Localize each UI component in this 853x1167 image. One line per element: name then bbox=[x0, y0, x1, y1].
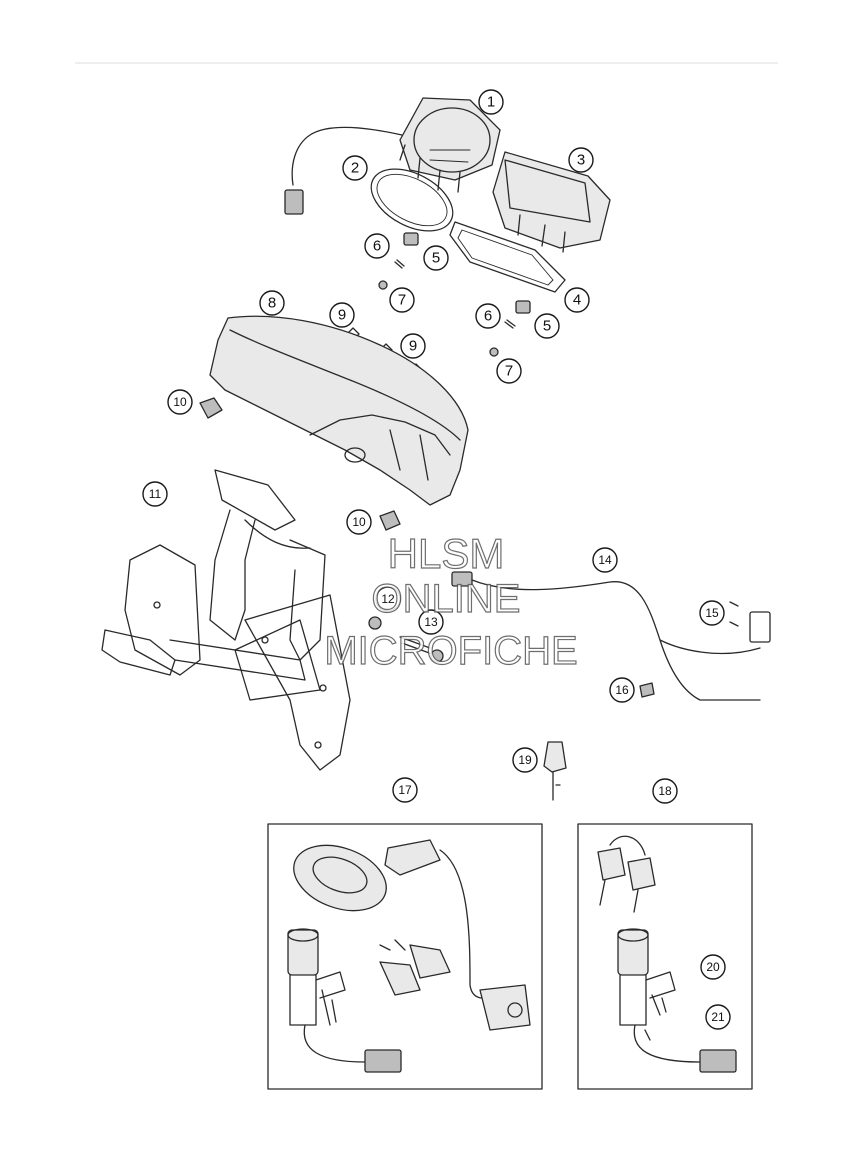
callout-10b: 10 bbox=[346, 509, 372, 535]
svg-text:1: 1 bbox=[487, 94, 495, 111]
part-nut bbox=[368, 616, 382, 630]
svg-text:12: 12 bbox=[381, 592, 395, 606]
callout-19: 19 bbox=[512, 747, 538, 773]
kit-box-ignition-switch-set bbox=[577, 823, 753, 1090]
svg-text:10: 10 bbox=[352, 515, 366, 529]
callout-20: 20 bbox=[700, 954, 726, 980]
callout-18: 18 bbox=[652, 778, 678, 804]
part-display-unit bbox=[492, 151, 611, 253]
callout-3: 3 bbox=[568, 147, 594, 173]
part-cable-harness bbox=[451, 571, 771, 701]
callout-7b: 7 bbox=[496, 358, 522, 384]
svg-text:10: 10 bbox=[173, 395, 187, 409]
svg-text:7: 7 bbox=[398, 292, 406, 309]
svg-text:13: 13 bbox=[424, 615, 438, 629]
part-key bbox=[543, 741, 567, 801]
callout-17: 17 bbox=[392, 777, 418, 803]
svg-text:MICROFICHE: MICROFICHE bbox=[324, 629, 577, 673]
part-cable-clip bbox=[729, 601, 739, 627]
svg-text:18: 18 bbox=[658, 784, 672, 798]
svg-text:19: 19 bbox=[518, 753, 532, 767]
callout-7: 7 bbox=[389, 287, 415, 313]
part-bolt bbox=[399, 636, 433, 655]
svg-text:7: 7 bbox=[505, 363, 513, 380]
svg-text:9: 9 bbox=[338, 307, 346, 324]
svg-text:5: 5 bbox=[543, 318, 551, 335]
svg-text:14: 14 bbox=[598, 553, 612, 567]
svg-text:17: 17 bbox=[398, 783, 412, 797]
svg-text:2: 2 bbox=[351, 160, 359, 177]
callout-1: 1 bbox=[478, 89, 504, 115]
callout-5b: 5 bbox=[534, 313, 560, 339]
callout-4: 4 bbox=[564, 287, 590, 313]
callout-2: 2 bbox=[342, 155, 368, 181]
callout-11: 11 bbox=[142, 481, 168, 507]
svg-text:6: 6 bbox=[373, 238, 381, 255]
svg-text:11: 11 bbox=[149, 487, 162, 501]
part-mounting-bracket bbox=[101, 469, 351, 771]
callout-9b: 9 bbox=[400, 333, 426, 359]
svg-text:20: 20 bbox=[706, 960, 720, 974]
part-headlight-cover bbox=[209, 315, 469, 506]
svg-text:HLSM: HLSM bbox=[388, 530, 505, 577]
callout-5: 5 bbox=[423, 245, 449, 271]
callout-14: 14 bbox=[592, 547, 618, 573]
svg-text:ONLINE: ONLINE bbox=[372, 577, 521, 621]
callout-15: 15 bbox=[699, 600, 725, 626]
svg-text:5: 5 bbox=[432, 250, 440, 267]
svg-text:21: 21 bbox=[711, 1010, 725, 1024]
callout-12: 12 bbox=[375, 586, 401, 612]
svg-text:3: 3 bbox=[577, 152, 585, 169]
svg-text:16: 16 bbox=[615, 683, 629, 697]
watermark: HLSM ONLINE MICROFICHE bbox=[324, 529, 579, 673]
callout-9: 9 bbox=[329, 302, 355, 328]
part-speedometer bbox=[284, 97, 501, 215]
svg-text:15: 15 bbox=[705, 606, 719, 620]
callout-13: 13 bbox=[418, 609, 444, 635]
callout-6b: 6 bbox=[475, 303, 501, 329]
callout-10: 10 bbox=[167, 389, 193, 415]
svg-text:8: 8 bbox=[268, 295, 276, 312]
callout-8: 8 bbox=[259, 290, 285, 316]
svg-text:9: 9 bbox=[409, 338, 417, 355]
part-clip bbox=[199, 397, 223, 419]
part-gauge-ring bbox=[370, 168, 454, 232]
callout-6: 6 bbox=[364, 233, 390, 259]
kit-box-ignition-lock-set bbox=[267, 823, 543, 1090]
part-display-gasket bbox=[449, 221, 566, 293]
svg-text:4: 4 bbox=[573, 292, 581, 309]
callout-16: 16 bbox=[609, 677, 635, 703]
svg-text:6: 6 bbox=[484, 308, 492, 325]
callout-21: 21 bbox=[705, 1004, 731, 1030]
